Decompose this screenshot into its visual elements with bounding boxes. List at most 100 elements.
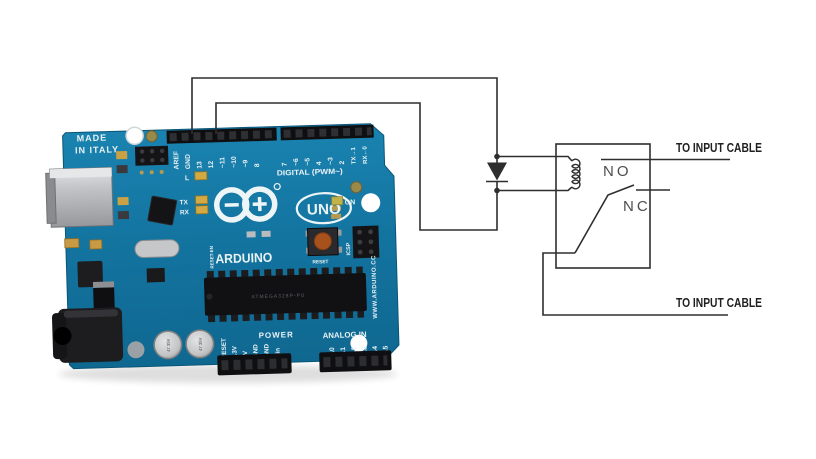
label-to-input-cable-bottom: TO INPUT CABLE: [676, 295, 762, 310]
power-pin-label: GND: [252, 344, 259, 359]
soic8-chip: [146, 267, 165, 283]
made-in-italy-line2: IN ITALY: [75, 144, 119, 155]
switch-arm: [574, 184, 635, 254]
rx-led: [195, 205, 209, 215]
relay-coil: [571, 158, 581, 190]
icsp-pins: [357, 229, 374, 255]
digital-pin-label: ~9: [242, 159, 249, 167]
power-pin-label: GND: [263, 343, 270, 358]
led-tx-label: TX: [180, 199, 189, 206]
voltage-regulator-tab: [92, 281, 115, 289]
mounting-hole: [361, 193, 381, 213]
power-jack-top: [63, 309, 118, 318]
uno-badge: [295, 192, 352, 225]
analog-pin-label: A2: [351, 346, 358, 355]
flyback-diode: [486, 156, 508, 191]
gnd-wire: [191, 77, 498, 156]
l-led: [194, 171, 208, 181]
label-to-input-cable-top: TO INPUT CABLE: [676, 140, 762, 155]
digital-pin-label: ~6: [293, 158, 300, 166]
reset-button-label: RESET: [312, 259, 328, 265]
led-on-label: ON: [345, 199, 356, 206]
analog-section-label: ANALOG IN: [323, 330, 367, 340]
mcu-legs-top: [206, 266, 363, 279]
led-rx-label: RX: [180, 209, 190, 216]
nc-label: NC: [623, 198, 651, 215]
analog-header-pins: [323, 355, 388, 368]
led-l-label: L: [185, 175, 190, 182]
digital-pin-label: 4: [316, 161, 323, 165]
digital-pin-label: 2: [339, 160, 346, 164]
power-pin-label: Vin: [274, 348, 281, 358]
solder-pads: [139, 169, 164, 175]
gold-pad: [350, 181, 363, 194]
capacitor-marking: 47 35V: [198, 337, 203, 351]
power-pin-label: RESET: [221, 338, 229, 359]
mcu-legs-bottom: [207, 310, 365, 323]
no-label: NO: [603, 163, 632, 180]
reset-en-label: RESET-EN: [209, 246, 215, 269]
digital-pin-label: ~5: [304, 158, 311, 166]
analog-pin-label: A1: [340, 347, 347, 356]
digital-pin-label: 7: [281, 162, 288, 166]
crystal-oscillator: [134, 239, 180, 259]
digital-header-right-pins: [283, 127, 372, 138]
capacitor-top: [186, 330, 213, 357]
brand-label: ARDUINO: [215, 250, 272, 267]
circuit-lines: [191, 77, 730, 316]
voltage-regulator: [93, 287, 115, 311]
smd-components: [64, 150, 342, 250]
arduino-logo: [213, 182, 281, 223]
power-pin-label: 5V: [242, 350, 249, 359]
usb-connector-face: [45, 172, 57, 224]
digital-pin-label: 8: [254, 163, 261, 167]
digital-pin-label: ~3: [327, 157, 334, 165]
tx-led: [195, 195, 209, 205]
digital-pin-label: GND: [185, 154, 192, 169]
reset-button: [305, 227, 343, 257]
capacitor-marking: 47 35V: [166, 338, 171, 352]
icsp2-header: [134, 145, 169, 166]
icsp-header: [352, 225, 380, 259]
digital-pin-label: AREF: [173, 151, 181, 170]
gold-pad: [145, 130, 158, 143]
icsp2-pins: [139, 148, 165, 163]
digital-pin-label: TX→1: [351, 146, 358, 164]
digital-pin-label: ~11: [219, 157, 226, 169]
pin12-wire: [215, 102, 498, 231]
digital-pin-label: 12: [208, 161, 215, 169]
on-led: [331, 196, 344, 206]
relay-box: [555, 143, 651, 269]
mounting-hole: [127, 341, 145, 359]
arduino-board: AREF GND 13 12 ~11 ~10 ~9 8 7 ~6 ~5 4 ~3…: [45, 123, 400, 376]
analog-pin-label: A0: [329, 347, 336, 356]
digital-section-label: DIGITAL (PWM~): [277, 167, 344, 178]
icsp-label: ICSP: [346, 242, 352, 255]
url-label: WWW.ARDUINO.CC: [371, 255, 379, 319]
power-pin-label: 3.3V: [231, 345, 238, 359]
mcu-notch: [206, 293, 213, 300]
digital-header-left-pins: [169, 130, 276, 142]
power-header-pins: [221, 358, 288, 371]
capacitor-top: [154, 331, 181, 358]
made-in-italy-line1: MADE: [77, 133, 108, 144]
analog-pin-label: A3: [361, 346, 368, 355]
digital-pin-label: ~10: [231, 156, 238, 168]
digital-pin-label: RX←0: [363, 145, 370, 164]
mcu-chip: [203, 273, 367, 316]
coil-lead-top: [497, 155, 573, 162]
coil-lead-bottom: [497, 186, 573, 192]
analog-pin-label: A5: [382, 345, 389, 354]
digital-header-right: [280, 124, 374, 141]
digital-pin-label: 13: [196, 161, 203, 169]
mcu-marking: ATMEGA328P-PU: [251, 293, 305, 301]
common-wire: [542, 252, 728, 316]
mounting-hole: [125, 126, 144, 146]
power-jack-hole: [53, 326, 72, 345]
usb-connector-top: [49, 167, 112, 179]
power-jack: [57, 307, 124, 363]
power-section-label: POWER: [258, 330, 293, 340]
mounting-hole: [350, 334, 368, 352]
